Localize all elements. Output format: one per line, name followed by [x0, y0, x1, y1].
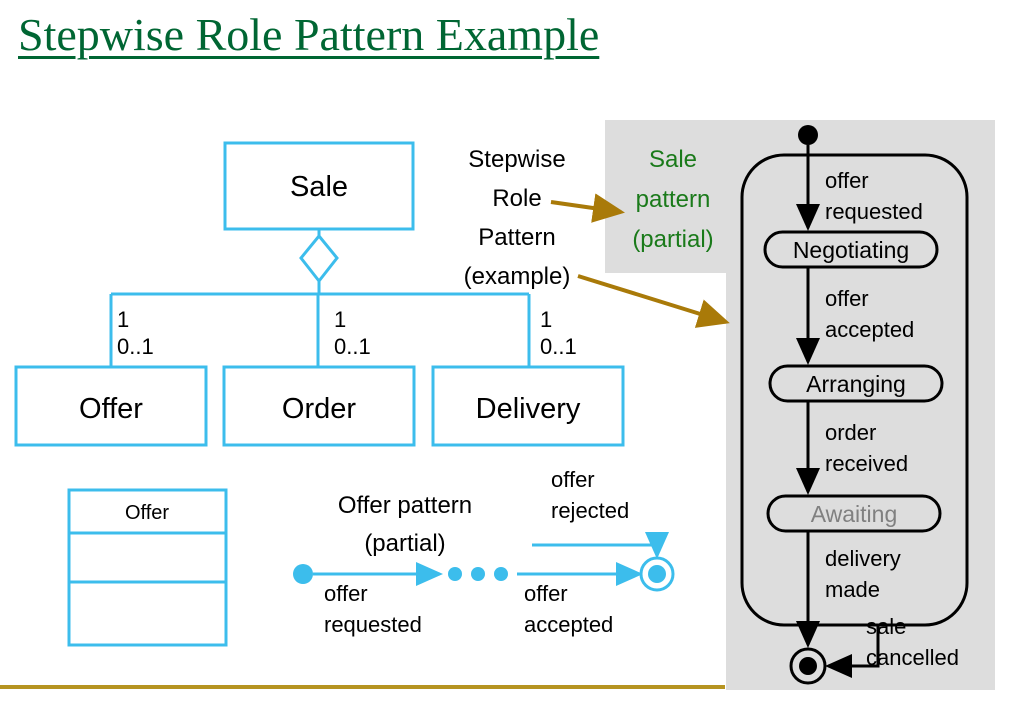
- sale-state-arranging-label: Arranging: [806, 371, 906, 397]
- multiplicity-order: 1 0..1: [334, 307, 371, 359]
- multiplicity-order-top: 1: [334, 307, 346, 332]
- sale-state-awaiting[interactable]: Awaiting: [766, 494, 942, 533]
- class-box-sale[interactable]: Sale: [223, 141, 415, 231]
- annotation-stepwise-line-1: Stepwise: [468, 146, 565, 173]
- offer-event-accepted: offer accepted: [524, 581, 613, 637]
- offer-event-rejected: offer rejected: [551, 467, 629, 523]
- sale-statechart: Negotiating Arranging Awaiting offer req…: [740, 125, 969, 685]
- sale-event-sale-cancelled: sale cancelled: [866, 614, 959, 670]
- class-box-offer-detail[interactable]: Offer: [67, 488, 228, 647]
- pointer-arrow-to-sale-statechart: [577, 274, 730, 328]
- offer-event-rejected-line-2: rejected: [551, 498, 629, 523]
- sale-event-delivery-made: delivery made: [825, 546, 901, 602]
- offer-event-rejected-line-1: offer: [551, 467, 595, 492]
- class-box-delivery[interactable]: Delivery: [431, 365, 625, 447]
- annotation-stepwise-line-3: Pattern: [478, 224, 555, 251]
- offer-statechart-ellipsis: [448, 567, 508, 581]
- sale-event-offer-requested-line-1: offer: [825, 168, 869, 193]
- pointer-arrow-to-sale-pattern-label: [550, 193, 625, 223]
- aggregation-diamond: [299, 229, 339, 294]
- multiplicity-delivery: 1 0..1: [540, 307, 577, 359]
- sale-event-offer-requested-line-2: requested: [825, 199, 923, 224]
- offer-event-accepted-line-2: accepted: [524, 612, 613, 637]
- sale-event-delivery-made-line-1: delivery: [825, 546, 901, 571]
- sale-event-offer-accepted-line-2: accepted: [825, 317, 914, 342]
- sale-event-offer-accepted: offer accepted: [825, 286, 914, 342]
- annotation-sale-pattern-line-2: pattern: [636, 186, 711, 213]
- offer-transition-rejected: [532, 532, 669, 559]
- offer-event-requested-line-2: requested: [324, 612, 422, 637]
- multiplicity-offer: 1 0..1: [117, 307, 154, 359]
- multiplicity-order-bottom: 0..1: [334, 334, 371, 359]
- offer-event-requested: offer requested: [324, 581, 422, 637]
- annotation-stepwise-line-2: Role: [492, 185, 541, 212]
- sale-event-offer-requested: offer requested: [825, 168, 923, 224]
- annotation-offer-pattern-line-2: (partial): [364, 530, 445, 557]
- annotation-sale-pattern-line-1: Sale: [649, 146, 697, 173]
- annotation-offer-pattern-line-1: Offer pattern: [338, 492, 472, 519]
- annotation-stepwise-role-pattern: Stepwise Role Pattern (example): [464, 146, 571, 290]
- class-box-order[interactable]: Order: [222, 365, 416, 447]
- sale-event-delivery-made-line-2: made: [825, 577, 880, 602]
- sale-transition-sale-cancelled: [825, 625, 880, 678]
- sale-final-state-icon: [789, 647, 827, 685]
- page-title: Stepwise Role Pattern Example: [18, 9, 600, 60]
- sale-composite-state-boundary: [740, 153, 969, 627]
- offer-event-requested-line-1: offer: [324, 581, 368, 606]
- sale-state-negotiating-label: Negotiating: [793, 237, 909, 263]
- sale-state-negotiating[interactable]: Negotiating: [763, 230, 939, 269]
- offer-event-accepted-line-1: offer: [524, 581, 568, 606]
- annotation-sale-pattern: Sale pattern (partial): [632, 146, 713, 253]
- sale-event-sale-cancelled-line-1: sale: [866, 614, 906, 639]
- sale-event-order-received-line-2: received: [825, 451, 908, 476]
- multiplicity-offer-top: 1: [117, 307, 129, 332]
- annotation-stepwise-line-4: (example): [464, 263, 571, 290]
- sale-event-sale-cancelled-line-2: cancelled: [866, 645, 959, 670]
- class-box-offer[interactable]: Offer: [14, 365, 208, 447]
- offer-statechart: offer requested offer accepted offer rej…: [293, 467, 675, 637]
- multiplicity-delivery-top: 1: [540, 307, 552, 332]
- offer-initial-state-icon: [293, 564, 313, 584]
- offer-final-state-icon: [639, 556, 675, 592]
- annotation-offer-pattern: Offer pattern (partial): [338, 492, 472, 557]
- multiplicity-offer-bottom: 0..1: [117, 334, 154, 359]
- class-box-delivery-label: Delivery: [476, 393, 581, 425]
- sale-initial-state-icon: [798, 125, 818, 145]
- sale-state-awaiting-label: Awaiting: [811, 501, 898, 527]
- class-box-offer-detail-label: Offer: [125, 502, 169, 524]
- multiplicity-delivery-bottom: 0..1: [540, 334, 577, 359]
- sale-state-arranging[interactable]: Arranging: [768, 364, 944, 403]
- sale-event-order-received-line-1: order: [825, 420, 876, 445]
- aggregation-tree-connector: [109, 292, 531, 367]
- class-box-offer-label: Offer: [79, 393, 143, 425]
- class-box-order-label: Order: [282, 393, 356, 425]
- class-box-sale-label: Sale: [290, 171, 348, 203]
- annotation-sale-pattern-line-3: (partial): [632, 226, 713, 253]
- sale-event-offer-accepted-line-1: offer: [825, 286, 869, 311]
- sale-event-order-received: order received: [825, 420, 908, 476]
